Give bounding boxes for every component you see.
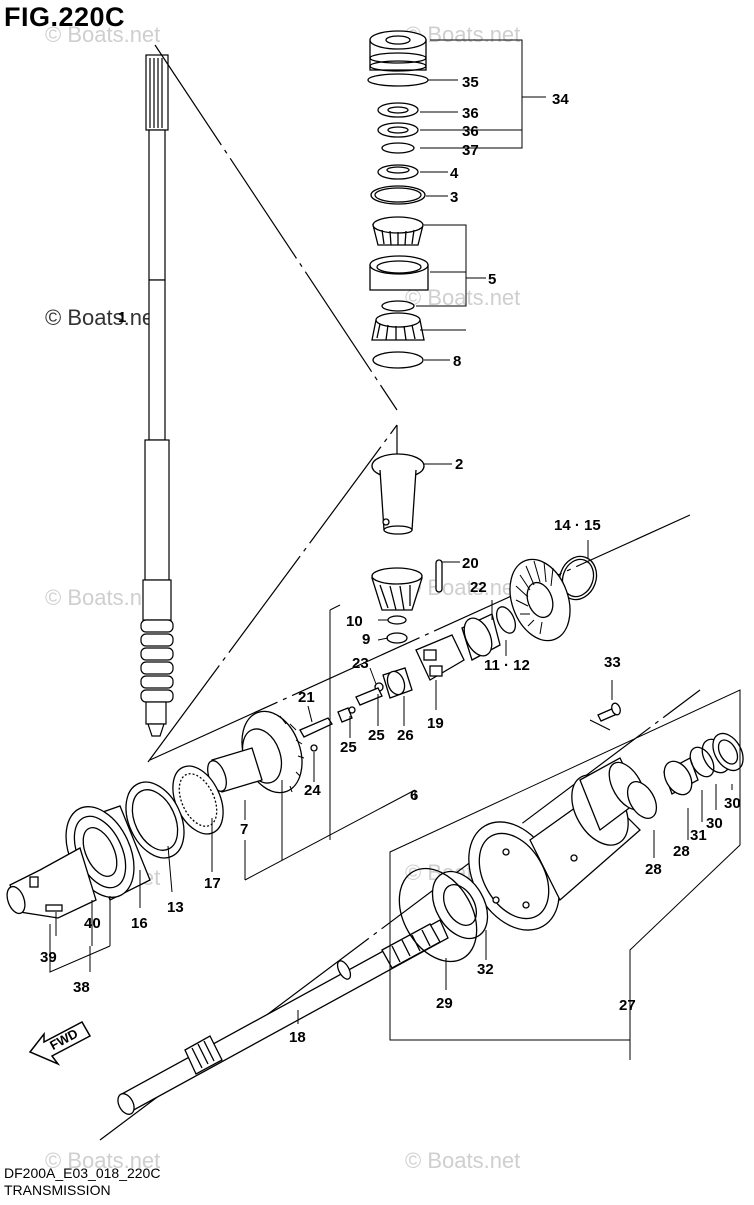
watermark: © Boats.net: [405, 1148, 520, 1173]
callout-36-upper: 36: [462, 105, 479, 122]
callout-9: 9: [362, 631, 370, 648]
callout-8: 8: [453, 353, 461, 370]
callout-3: 3: [450, 189, 458, 206]
callout-16: 16: [131, 915, 148, 932]
callout-23: 23: [352, 655, 369, 672]
callout-7: 7: [240, 821, 248, 838]
callout-25-left: 25: [340, 739, 357, 756]
callout-40: 40: [84, 915, 101, 932]
callout-30-right: 30: [724, 795, 741, 812]
callout-25-right: 25: [368, 727, 385, 744]
pinion-gear: [371, 567, 423, 644]
callout-30-left: 30: [706, 815, 723, 832]
callout-14-15: 14 · 15: [554, 517, 601, 534]
callout-17: 17: [204, 875, 221, 892]
watermark: © Boats.net: [45, 1148, 160, 1173]
callout-27: 27: [619, 997, 636, 1014]
callout-10: 10: [346, 613, 363, 630]
watermark: © Boats.net: [45, 585, 160, 610]
callout-2: 2: [455, 456, 463, 473]
callout-36-lower: 36: [462, 123, 479, 140]
callout-35: 35: [462, 74, 479, 91]
sleeve-part: [371, 453, 425, 535]
callout-37: 37: [462, 142, 479, 159]
callout-21: 21: [298, 689, 315, 706]
bevel-gear-reverse: [509, 555, 598, 642]
prop-shaft-housing: [398, 702, 744, 963]
watermark: © Boats.net: [405, 575, 520, 600]
watermark: © Boats.net: [45, 22, 160, 47]
callout-28-left: 28: [645, 861, 662, 878]
callout-29: 29: [436, 995, 453, 1012]
callout-5: 5: [488, 271, 496, 288]
callout-19: 19: [427, 715, 444, 732]
bevel-gear-forward: [125, 710, 305, 859]
callout-24: 24: [304, 782, 321, 799]
diagram-code: DF200A_E03_018_220C: [4, 1165, 161, 1181]
callout-28-right: 28: [673, 843, 690, 860]
callout-33: 33: [604, 654, 621, 671]
callout-39: 39: [40, 949, 57, 966]
callout-1: 1: [118, 309, 126, 326]
bearing-housing-front: [6, 805, 151, 919]
watermark: © Boats.net: [45, 305, 160, 330]
figure-title: FIG.220C: [4, 2, 126, 32]
callout-22: 22: [470, 579, 487, 596]
diagram-name: TRANSMISSION: [4, 1182, 111, 1198]
propeller-shaft: [117, 919, 449, 1115]
callout-32: 32: [477, 961, 494, 978]
leader-lines: [49, 39, 741, 1060]
callout-13: 13: [167, 899, 184, 916]
callout-20: 20: [462, 555, 479, 572]
callout-31: 31: [690, 827, 707, 844]
callout-26: 26: [397, 727, 414, 744]
drive-shaft: [140, 54, 174, 737]
callout-18: 18: [289, 1029, 306, 1046]
callout-6: 6: [410, 787, 418, 804]
clutch-shift-parts: [299, 559, 517, 752]
pinion-upper-stack: [367, 30, 429, 369]
callout-4: 4: [450, 165, 459, 182]
callout-11-12: 11 · 12: [484, 657, 530, 674]
callout-38: 38: [73, 979, 90, 996]
callout-34: 34: [552, 91, 569, 108]
fwd-arrow: FWD: [28, 1020, 92, 1066]
callout-numbers: 1 2 3 4 5 6 7 8 9 10 11 · 12 13 14 · 15 …: [40, 74, 741, 1046]
